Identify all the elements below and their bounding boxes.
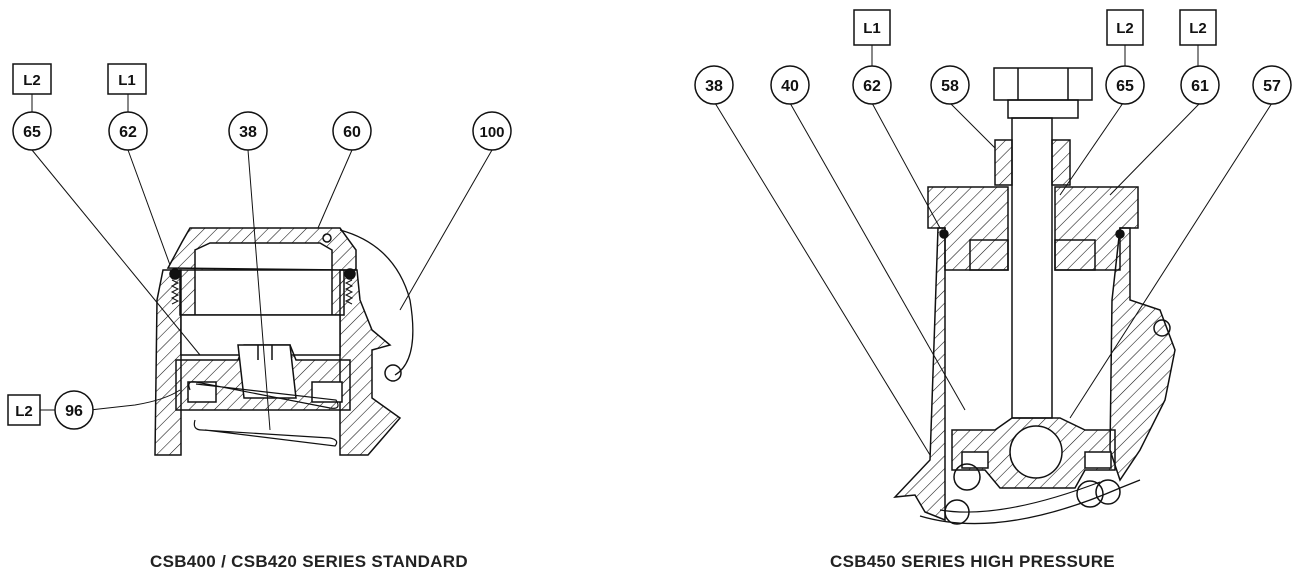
right-ball	[1009, 425, 1063, 479]
left-part-label: 65	[12, 111, 52, 151]
svg-text:58: 58	[941, 78, 959, 95]
svg-text:L2: L2	[1189, 20, 1207, 37]
right-caption: CSB450 SERIES HIGH PRESSURE	[830, 552, 1115, 571]
left-oring-b	[344, 268, 356, 280]
svg-text:38: 38	[239, 124, 257, 141]
left-level-tag: L1	[107, 63, 147, 95]
left-level-tag: L2	[12, 63, 52, 95]
left-part-label: 96	[54, 390, 94, 430]
right-cross-section	[893, 67, 1176, 525]
left-seat-cavity-a	[187, 381, 217, 403]
right-level-tag: L2	[1106, 9, 1144, 46]
left-tether	[339, 229, 414, 376]
svg-text:96: 96	[65, 403, 83, 420]
right-housing-right	[1109, 227, 1176, 482]
left-part-label: 38	[228, 111, 268, 151]
right-part-label: 57	[1252, 65, 1292, 105]
left-part-label: 62	[108, 111, 148, 151]
left-spring	[193, 419, 338, 447]
right-bolt-shaft	[1011, 117, 1053, 419]
left-cap-inner	[194, 269, 333, 316]
svg-text:L2: L2	[23, 72, 41, 89]
svg-text:L1: L1	[118, 72, 136, 89]
left-callouts: L2 L1 L2 65 62 38 60 100 96	[7, 63, 512, 430]
right-bolt-head	[993, 67, 1093, 101]
svg-text:38: 38	[705, 78, 723, 95]
right-spring	[939, 481, 1101, 513]
right-part-label: 40	[770, 65, 810, 105]
svg-text:L2: L2	[15, 403, 33, 420]
right-nut-left	[994, 139, 1013, 186]
right-part-label: 58	[930, 65, 970, 105]
right-callouts: L1 L2 L2 38 40 62 58 65 61 57	[694, 9, 1292, 105]
svg-text:61: 61	[1191, 78, 1209, 95]
svg-text:100: 100	[479, 124, 504, 141]
left-seat-cavity-b	[311, 381, 343, 403]
right-leader-lines	[714, 45, 1273, 456]
svg-text:57: 57	[1263, 78, 1281, 95]
left-threads-left	[170, 279, 180, 305]
left-part-label: 100	[472, 111, 512, 151]
right-part-label: 38	[694, 65, 734, 105]
svg-text:62: 62	[863, 78, 881, 95]
svg-text:60: 60	[343, 124, 361, 141]
svg-text:65: 65	[23, 124, 41, 141]
svg-text:65: 65	[1116, 78, 1134, 95]
left-tether-ring	[384, 364, 402, 382]
svg-text:40: 40	[781, 78, 799, 95]
right-housing-left	[893, 227, 946, 522]
left-threads-right	[344, 279, 354, 305]
right-part-label: 62	[852, 65, 892, 105]
svg-text:L1: L1	[863, 20, 881, 37]
right-part-label: 61	[1180, 65, 1220, 105]
right-level-tag: L1	[853, 9, 891, 46]
right-part-label: 65	[1105, 65, 1145, 105]
left-caption: CSB400 / CSB420 SERIES STANDARD	[150, 552, 468, 571]
left-oring-a	[169, 268, 181, 280]
svg-text:L2: L2	[1116, 20, 1134, 37]
left-leader-lines	[31, 94, 493, 431]
svg-text:62: 62	[119, 124, 137, 141]
left-level-tag: L2	[7, 394, 41, 426]
right-level-tag: L2	[1179, 9, 1217, 46]
left-cross-section	[154, 227, 414, 456]
left-part-label: 60	[332, 111, 372, 151]
right-nut-right	[1051, 139, 1071, 186]
